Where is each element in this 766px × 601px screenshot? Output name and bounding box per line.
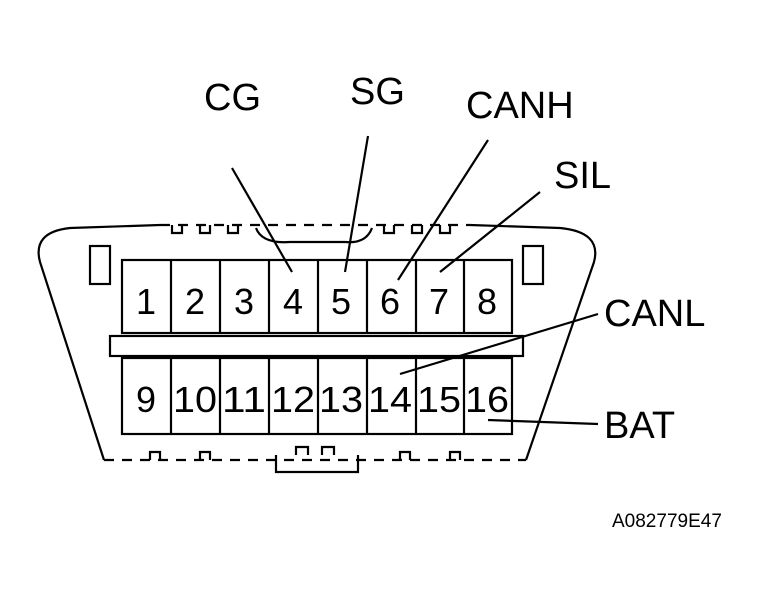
pin-number: 13 [319, 379, 363, 420]
canh-leader-line [397, 139, 489, 281]
sil-label: SIL [554, 155, 611, 197]
pin-number: 8 [477, 281, 497, 322]
connector-housing [37, 223, 597, 474]
cg-label: CG [204, 77, 261, 119]
canl-label: CANL [604, 293, 705, 335]
cg-leader-line [231, 167, 293, 273]
pin-number: 4 [283, 281, 303, 322]
bottom-pin-numbers: 9 10 11 12 13 14 15 16 [136, 379, 509, 420]
pin-number: 1 [136, 281, 156, 322]
pin-number: 16 [465, 379, 509, 420]
pin-number: 7 [429, 281, 449, 322]
sg-label: SG [350, 71, 405, 113]
pin-number: 9 [136, 379, 156, 420]
sil-leader-line [439, 191, 541, 273]
bat-label: BAT [604, 405, 675, 447]
signal-labels: CG SG CANH SIL CANL BAT [204, 71, 705, 447]
pin-number: 15 [417, 379, 461, 420]
pin-number: 5 [331, 281, 351, 322]
pin-number: 6 [380, 281, 400, 322]
pin-number: 3 [234, 281, 254, 322]
bat-leader-line [487, 418, 599, 426]
pin-number: 10 [173, 379, 217, 420]
sg-leader-line [343, 135, 370, 273]
pin-number: 11 [222, 379, 266, 420]
leader-lines [231, 135, 599, 426]
pin-number: 2 [185, 281, 205, 322]
figure-code: A082779E47 [612, 511, 722, 532]
top-pin-numbers: 1 2 3 4 5 6 7 8 [136, 281, 497, 322]
canl-leader-line [399, 312, 599, 376]
pin-number: 12 [271, 379, 315, 420]
pin-number: 14 [368, 379, 412, 420]
pin-grid [108, 258, 525, 436]
canh-label: CANH [466, 85, 574, 127]
